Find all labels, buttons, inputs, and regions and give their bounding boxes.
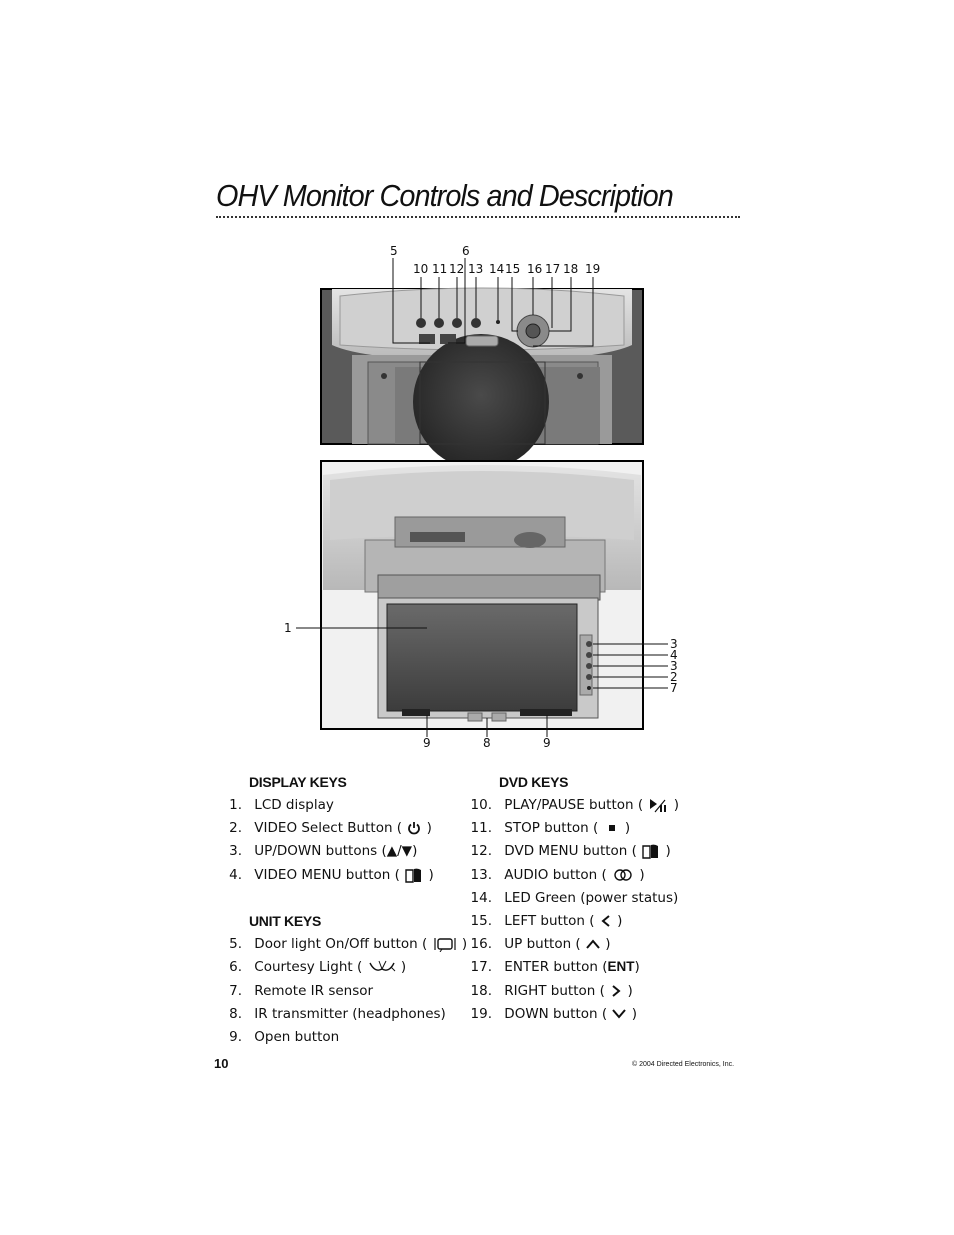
list-item: 19. DOWN button ( ) bbox=[470, 1006, 638, 1022]
callout-14: 14 bbox=[489, 262, 504, 276]
top-photo bbox=[320, 287, 644, 470]
list-item: 11. STOP button ( ) bbox=[470, 820, 631, 836]
title-dotted-rule bbox=[216, 216, 740, 218]
top-callout-lines bbox=[392, 258, 594, 347]
bottom-callout-labels: 1 3 4 3 2 7 9 8 9 bbox=[284, 621, 678, 750]
callout-5: 5 bbox=[390, 244, 398, 258]
list-item: 10. PLAY/PAUSE button ( ) bbox=[470, 797, 679, 813]
callout-13: 13 bbox=[468, 262, 483, 276]
list-item: 8. IR transmitter (headphones) bbox=[229, 1006, 446, 1022]
callout-8: 8 bbox=[483, 736, 491, 750]
stop-icon bbox=[608, 825, 615, 831]
up-down-arrows-icon: ▲/▼ bbox=[386, 843, 413, 859]
list-item: 2. VIDEO Select Button ( ) bbox=[229, 820, 432, 836]
dvd-keys-heading: DVD KEYS bbox=[499, 774, 569, 790]
play-pause-icon bbox=[650, 799, 667, 813]
callout-3a: 3 bbox=[670, 637, 678, 651]
callout-3b: 3 bbox=[670, 659, 678, 673]
callout-17: 17 bbox=[545, 262, 560, 276]
list-item: 4. VIDEO MENU button ( ) bbox=[229, 867, 434, 883]
callout-15: 15 bbox=[505, 262, 520, 276]
up-chevron-icon bbox=[586, 939, 600, 949]
down-chevron-icon bbox=[612, 1009, 627, 1019]
power-icon bbox=[408, 822, 421, 835]
monitor-diagram: 5 6 10 11 12 13 14 15 16 17 18 19 bbox=[284, 244, 678, 750]
callout-9b: 9 bbox=[543, 736, 551, 750]
callout-9a: 9 bbox=[423, 736, 431, 750]
audio-icon bbox=[614, 869, 632, 881]
list-item: 14. LED Green (power status) bbox=[470, 890, 679, 906]
list-item: 7. Remote IR sensor bbox=[229, 983, 374, 999]
list-item: 12. DVD MENU button ( ) bbox=[470, 843, 671, 859]
callout-1: 1 bbox=[284, 621, 292, 635]
page-number: 10 bbox=[214, 1056, 229, 1071]
bottom-photo bbox=[320, 460, 644, 730]
dvd-menu-icon bbox=[642, 844, 659, 859]
list-item: 18. RIGHT button ( ) bbox=[470, 983, 633, 999]
callout-7: 7 bbox=[670, 681, 678, 695]
copyright-notice: © 2004 Directed Electronics, Inc. bbox=[632, 1061, 735, 1068]
callout-4: 4 bbox=[670, 648, 678, 662]
top-callout-labels: 5 6 10 11 12 13 14 15 16 17 18 19 bbox=[390, 244, 600, 276]
callout-6: 6 bbox=[462, 244, 470, 258]
callout-12: 12 bbox=[449, 262, 464, 276]
left-chevron-icon bbox=[601, 915, 610, 927]
list-item: 5. Door light On/Off button ( ) bbox=[229, 936, 468, 952]
list-item: 17. ENTER button (ENT) bbox=[470, 959, 640, 975]
callout-18: 18 bbox=[563, 262, 578, 276]
list-item: 1. LCD display bbox=[229, 797, 334, 813]
list-item: 15. LEFT button ( ) bbox=[470, 913, 623, 929]
enter-icon: ENT bbox=[607, 959, 635, 974]
display-keys-heading: DISPLAY KEYS bbox=[249, 774, 347, 790]
callout-19: 19 bbox=[585, 262, 600, 276]
callout-2: 2 bbox=[670, 670, 678, 684]
menu-book-icon bbox=[405, 868, 422, 883]
callout-11: 11 bbox=[432, 262, 447, 276]
door-light-icon bbox=[434, 938, 456, 952]
right-chevron-icon bbox=[612, 985, 621, 997]
callout-10: 10 bbox=[413, 262, 428, 276]
courtesy-light-icon bbox=[368, 960, 395, 972]
list-item: 13. AUDIO button ( ) bbox=[470, 867, 645, 883]
bottom-callout-lines bbox=[296, 627, 668, 737]
list-item: 9. Open button bbox=[229, 1029, 340, 1045]
page-title: OHV Monitor Controls and Description bbox=[216, 178, 674, 213]
list-item: 16. UP button ( ) bbox=[470, 936, 611, 952]
list-item: 3. UP/DOWN buttons (▲/▼) bbox=[229, 843, 418, 859]
callout-16: 16 bbox=[527, 262, 542, 276]
unit-keys-heading: UNIT KEYS bbox=[249, 913, 321, 929]
list-item: 6. Courtesy Light ( ) bbox=[229, 959, 407, 975]
